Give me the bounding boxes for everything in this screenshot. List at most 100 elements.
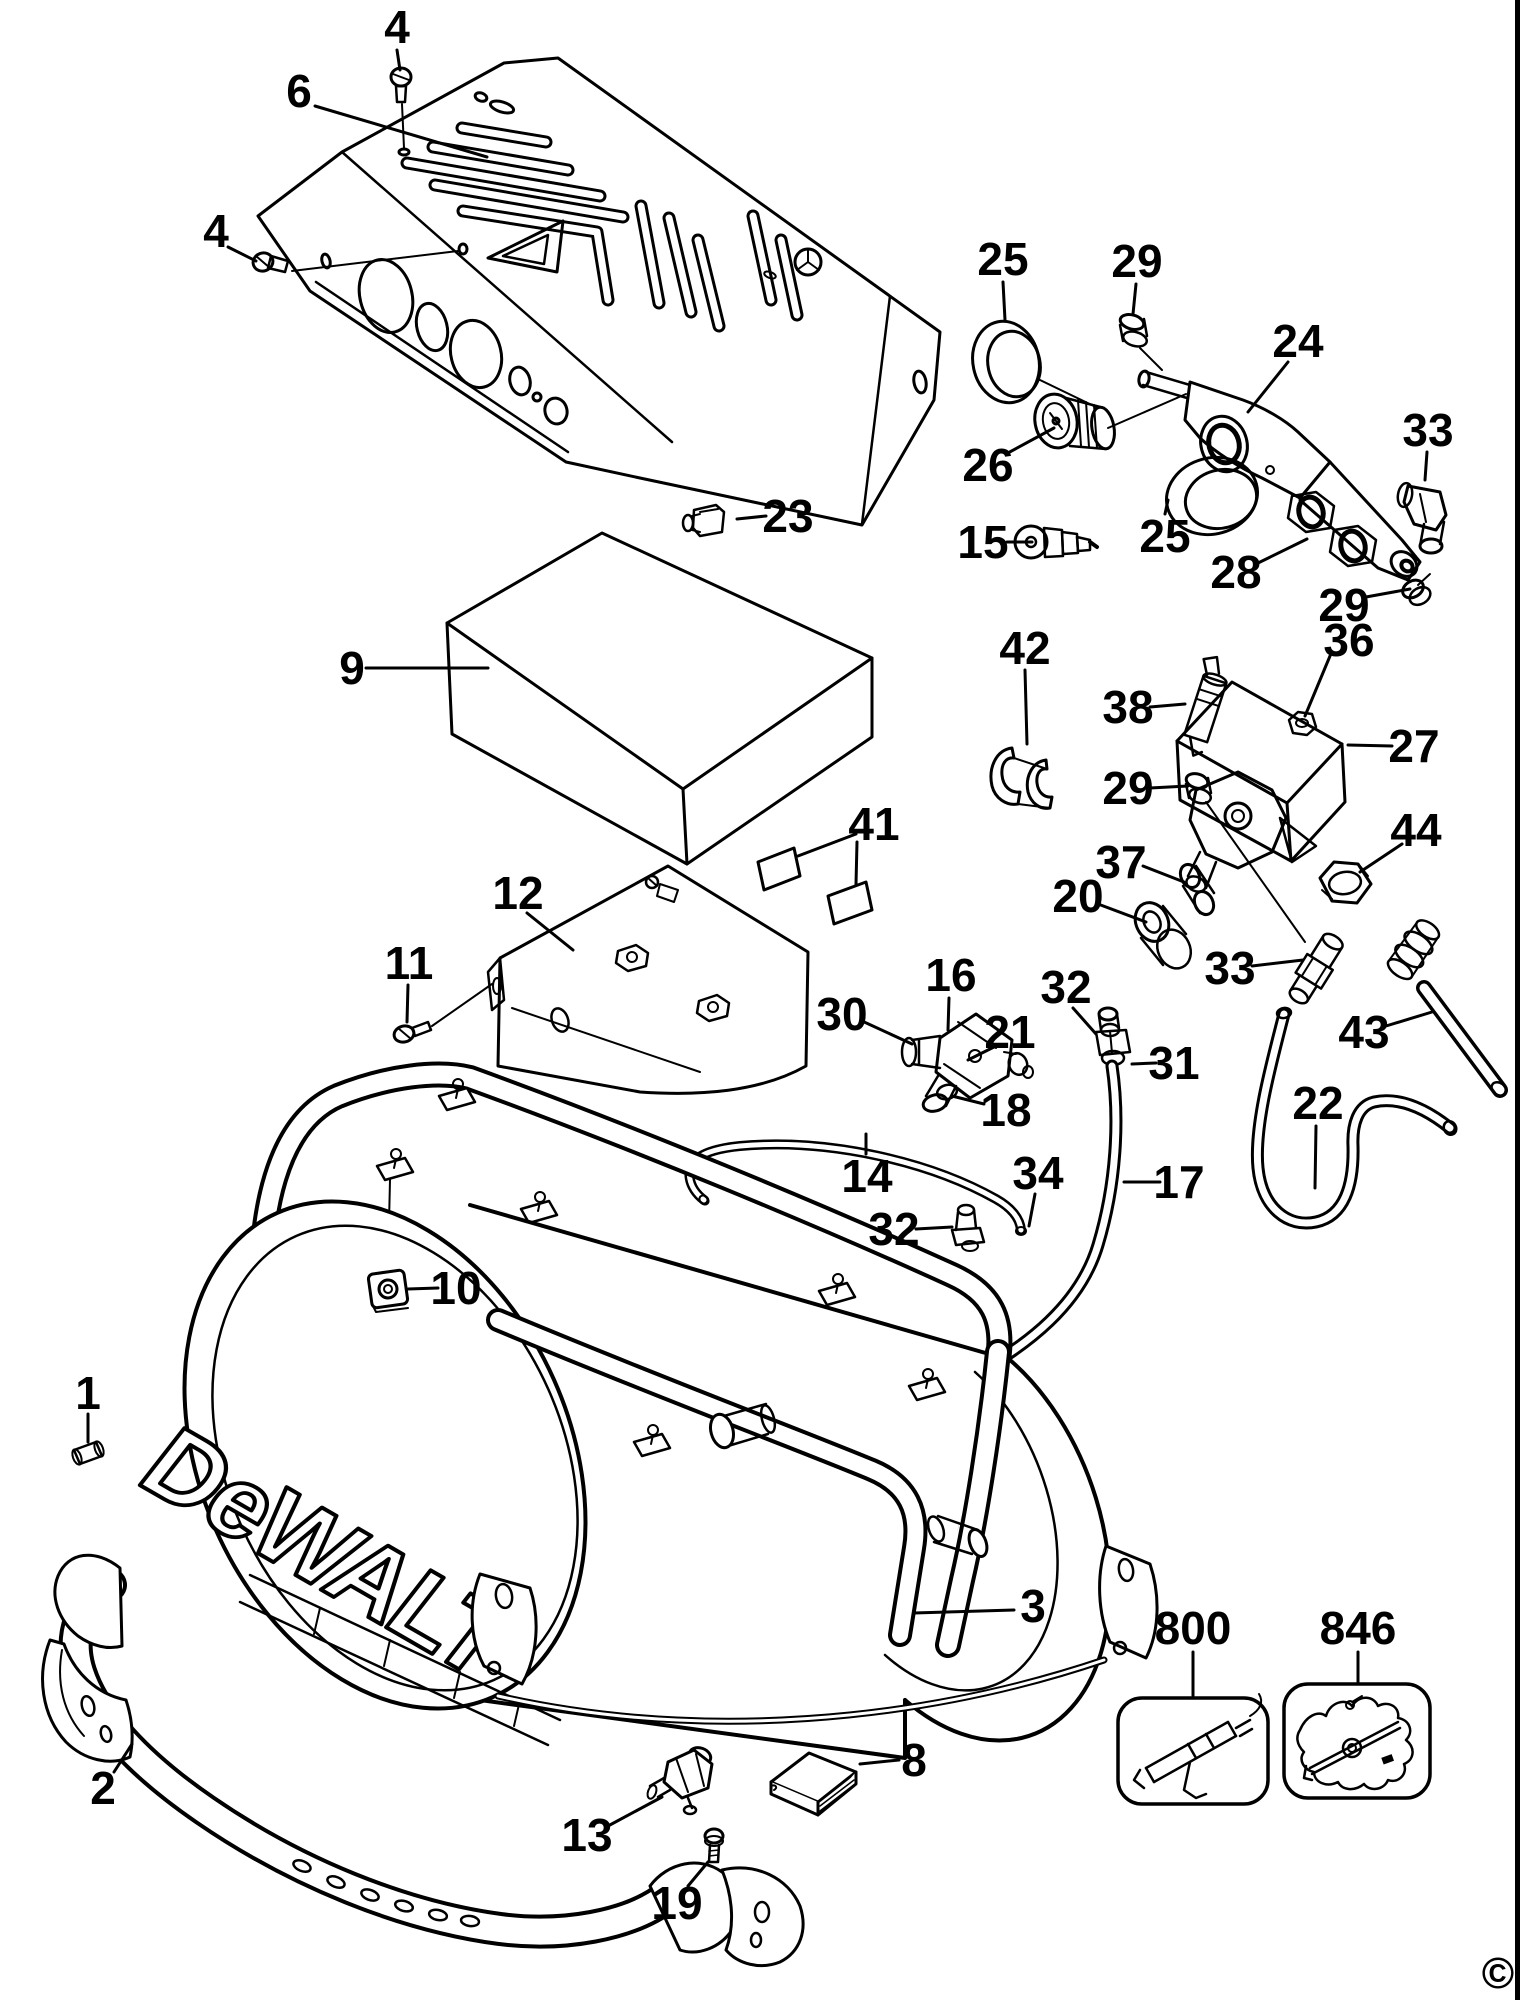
screw-left: [251, 242, 469, 274]
part-27-pressure-switch-box: [1175, 680, 1347, 863]
part-number-label-22: 22: [1292, 1077, 1343, 1129]
part-21-fitting: [1003, 1051, 1034, 1079]
part-number-label-12: 12: [492, 867, 543, 919]
tank-and-cage-assembly: DeWALT: [71, 1061, 1159, 1760]
part-9-box: [445, 531, 874, 866]
part-number-label-20: 20: [1052, 870, 1103, 922]
regulator-manifold-assembly: [681, 313, 1448, 607]
part-number-label-30: 30: [816, 988, 867, 1040]
part-number-label-44: 44: [1390, 804, 1442, 856]
callout-leader-21: [966, 1044, 998, 1062]
callout-leader-13: [606, 1795, 664, 1828]
box-846: [1282, 1682, 1432, 1800]
part-29-cap-a: [1118, 313, 1163, 371]
part-number-label-17: 17: [1153, 1156, 1204, 1208]
part-26-knob: [1033, 379, 1116, 451]
part-number-label-24: 24: [1272, 315, 1324, 367]
callout-leader-42: [1023, 668, 1029, 746]
callout-leader-18: [950, 1094, 986, 1106]
callout-leader-33: [1250, 958, 1305, 968]
part-19-screw: [703, 1827, 725, 1864]
callout-leader-27: [1346, 743, 1394, 748]
part-number-label-41: 41: [848, 798, 899, 850]
part-13-drain-valve: [646, 1746, 714, 1816]
part-36-nut: [1287, 710, 1318, 737]
part-32-fitting-b: [950, 1203, 986, 1252]
part-number-label-10: 10: [430, 1262, 481, 1314]
parts-bag-icon: [1296, 1695, 1414, 1791]
callout-leader-2: [112, 1742, 134, 1774]
assembly-axis-line: [1205, 801, 1306, 943]
part-number-label-34: 34: [1012, 1147, 1064, 1199]
callout-leader-20: [1096, 902, 1148, 924]
part-number-label-16: 16: [925, 949, 976, 1001]
part-38-sensor: [1183, 655, 1228, 757]
callout-leader-10: [406, 1286, 440, 1291]
callout-leader-31: [1130, 1061, 1158, 1066]
part-number-label-6: 6: [286, 65, 312, 117]
part-number-label-11: 11: [385, 937, 434, 989]
callout-leader-44: [1358, 842, 1404, 874]
part-11-screw: [392, 983, 493, 1044]
cage-foot-peg-b: [926, 1514, 989, 1558]
callout-leader-29: [1148, 784, 1190, 790]
part-number-label-33: 33: [1402, 404, 1453, 456]
cage-tab-2: [375, 1148, 415, 1182]
part-number-label-846: 846: [1320, 1602, 1397, 1654]
callout-leader-41: [854, 840, 859, 886]
callout-leader-8: [858, 1758, 901, 1766]
part-number-label-29: 29: [1102, 762, 1153, 814]
part-33-elbow-a: [1396, 481, 1448, 555]
callout-leader-36: [1303, 654, 1332, 718]
callout-leader-11: [405, 983, 410, 1024]
part-number-label-800: 800: [1155, 1602, 1232, 1654]
part-16-30-valve-body: [900, 1012, 1014, 1100]
part-number-label-21: 21: [984, 1006, 1035, 1058]
part-10-nut: [366, 1268, 410, 1313]
part-42-clamp: [989, 746, 1054, 810]
handle-right-bracket: [648, 1861, 805, 1967]
part-number-label-25: 25: [977, 233, 1028, 285]
callout-leader-37: [1141, 864, 1186, 884]
callout-leader-43: [1384, 1010, 1434, 1028]
callout-leader-33: [1423, 450, 1429, 482]
part-number-label-32: 32: [868, 1203, 919, 1255]
bracket-nut-2: [695, 993, 731, 1023]
callout-leader-3: [912, 1608, 1016, 1615]
part-number-label-36: 36: [1323, 614, 1374, 666]
tank-leg-right: [1098, 1544, 1159, 1660]
part-29-cap-c: [1401, 573, 1432, 607]
cover-triangle-cutout: [486, 219, 565, 274]
part-number-label-15: 15: [957, 516, 1008, 568]
bracket-screw-clip: [644, 874, 679, 903]
part-32-31-fitting-stack: [1094, 1006, 1132, 1067]
handle-grip-ridges: [292, 1859, 481, 1928]
part-41-labels: [756, 846, 874, 926]
part-25-ring-a: [971, 319, 1042, 405]
part-number-label-37: 37: [1095, 836, 1146, 888]
copyright-symbol: ©: [1482, 1949, 1514, 1998]
page-edge-line: [1515, 0, 1520, 2000]
callout-leader-26: [1004, 426, 1056, 456]
part-number-label-25: 25: [1139, 510, 1190, 562]
callout-leader-25: [1001, 280, 1007, 322]
part-number-label-28: 28: [1210, 546, 1261, 598]
callout-leader-4: [395, 48, 402, 72]
part-number-label-32: 32: [1040, 961, 1091, 1013]
cage-tab-5: [817, 1273, 857, 1307]
part-number-label-13: 13: [561, 1809, 612, 1861]
callout-leader-4: [226, 245, 258, 263]
part-number-label-26: 26: [962, 439, 1013, 491]
part-number-label-3: 3: [1020, 1580, 1046, 1632]
tank-leg-left: [470, 1572, 538, 1686]
part-number-label-2: 2: [90, 1762, 116, 1814]
box-800: [1116, 1693, 1270, 1806]
cover-vent-circle: [763, 247, 823, 280]
part-number-label-23: 23: [762, 490, 813, 542]
callout-leader-25: [1163, 498, 1170, 516]
part-number-label-1: 1: [75, 1367, 101, 1419]
callout-leader-23: [735, 514, 768, 521]
